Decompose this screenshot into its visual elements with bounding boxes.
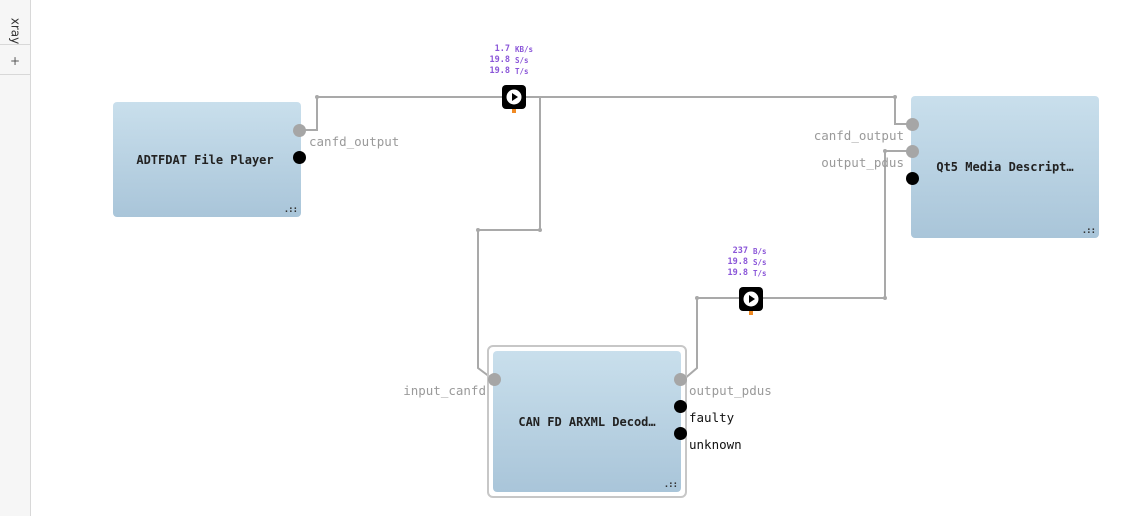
pin-output-faulty[interactable] — [674, 400, 687, 413]
node-qt5-media-description[interactable]: Qt5 Media Descript… .:: — [911, 96, 1099, 238]
wire-player-to-decoder[interactable] — [477, 97, 541, 381]
wire-player-to-qt5[interactable] — [302, 96, 911, 131]
data-rate-unit: B/s — [753, 247, 767, 256]
sample-rate-unit: S/s — [753, 258, 767, 267]
trigger-rate: 19.8 — [489, 66, 510, 76]
pin-input-canfd[interactable] — [488, 373, 501, 386]
sample-rate: 19.8 — [727, 257, 748, 267]
pin-label-output-pdus: output_pdus — [821, 155, 904, 170]
pin-label-input-canfd: input_canfd — [403, 383, 486, 398]
node-title: Qt5 Media Descript… — [936, 160, 1074, 174]
monitor-marker — [749, 311, 753, 315]
pin-input-canfd[interactable] — [906, 118, 919, 131]
pin-output-black[interactable] — [293, 151, 306, 164]
pin-label-faulty: faulty — [689, 410, 735, 425]
resize-grip-icon[interactable]: .:: — [283, 205, 298, 215]
trigger-rate-unit: T/s — [753, 269, 767, 278]
trigger-rate: 19.8 — [727, 268, 748, 278]
trigger-rate-unit: T/s — [515, 67, 529, 76]
pin-label-canfd-output: canfd_output — [309, 134, 400, 149]
pin-output-unknown[interactable] — [674, 427, 687, 440]
resize-grip-icon[interactable]: .:: — [663, 480, 678, 490]
pin-output-pdus[interactable] — [674, 373, 687, 386]
pin-label-output-pdus: output_pdus — [689, 383, 772, 398]
node-selection-frame — [487, 345, 687, 498]
pin-input-output-pdus[interactable] — [906, 145, 919, 158]
connection-monitor[interactable] — [502, 85, 526, 113]
monitor-marker — [512, 109, 516, 113]
pin-label-unknown: unknown — [689, 437, 742, 452]
connection-monitor[interactable] — [739, 287, 763, 315]
node-can-fd-arxml-decoder[interactable]: CAN FD ARXML Decod… .:: — [493, 351, 681, 492]
node-file-player[interactable]: ADTFDAT File Player .:: — [113, 102, 301, 217]
data-rate: 237 — [732, 246, 748, 256]
pin-input-black[interactable] — [906, 172, 919, 185]
node-title: ADTFDAT File Player — [136, 152, 274, 167]
pin-label-canfd-output: canfd_output — [813, 128, 904, 143]
side-tab-xray[interactable]: xray — [0, 0, 30, 45]
play-circle-icon — [506, 89, 522, 105]
play-circle-icon — [743, 291, 759, 307]
side-panel: xray + — [0, 0, 31, 516]
pin-output-canfd[interactable] — [293, 124, 306, 137]
sample-rate-unit: S/s — [515, 56, 529, 65]
data-rate-unit: KB/s — [515, 45, 534, 54]
node-title: CAN FD ARXML Decod… — [518, 414, 656, 429]
wire-decoder-to-qt5[interactable] — [682, 150, 911, 381]
resize-grip-icon[interactable]: .:: — [1081, 226, 1096, 236]
sample-rate: 19.8 — [489, 55, 510, 65]
data-rate: 1.7 — [494, 44, 510, 54]
add-tab-button[interactable]: + — [0, 48, 30, 75]
